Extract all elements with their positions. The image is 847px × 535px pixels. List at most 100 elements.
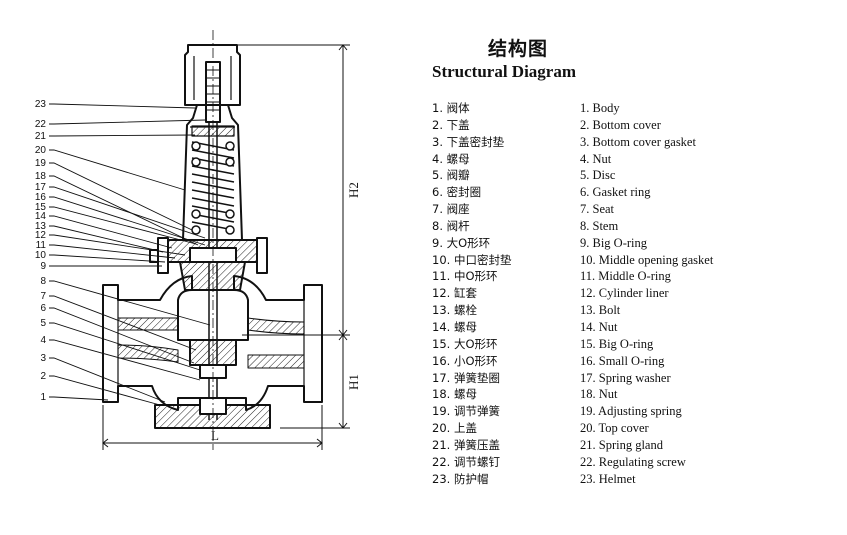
part-en-item: 7. Seat xyxy=(580,202,615,217)
part-en-item: 8. Stem xyxy=(580,218,619,233)
part-en-item: 2. Bottom cover xyxy=(580,117,661,132)
part-cn-item: 4. 螺母 xyxy=(432,151,470,166)
part-cn-item: 8. 阀杆 xyxy=(432,218,470,233)
leader-line xyxy=(49,357,166,403)
part-cn-item: 3. 下盖密封垫 xyxy=(432,134,505,149)
part-cn-item: 16. 小O形环 xyxy=(432,353,498,368)
part-en-item: 20. Top cover xyxy=(580,421,649,436)
leader-line xyxy=(49,103,196,109)
part-en-item: 18. Nut xyxy=(580,387,618,402)
callout-number: 21 xyxy=(35,131,47,142)
part-cn-item: 12. 缸套 xyxy=(432,286,477,301)
leader-line xyxy=(49,396,109,401)
callout-number: 9 xyxy=(40,261,46,272)
callout-number: 14 xyxy=(35,211,47,222)
part-cn-item: 21. 弹簧压盖 xyxy=(432,437,500,452)
part-en-item: 19. Adjusting spring xyxy=(580,404,682,419)
part-en-item: 21. Spring gland xyxy=(580,437,663,452)
leader-line xyxy=(49,149,186,191)
callout-number: 3 xyxy=(40,353,46,364)
callout-number: 11 xyxy=(36,240,47,251)
part-cn-item: 20. 上盖 xyxy=(432,421,477,436)
callout-number: 7 xyxy=(40,291,46,302)
leader-line xyxy=(49,295,197,351)
callout-number: 1 xyxy=(40,392,46,403)
part-cn-item: 7. 阀座 xyxy=(432,202,470,217)
leader-line xyxy=(49,119,206,125)
part-en-item: 22. Regulating screw xyxy=(580,454,686,469)
part-en-item: 17. Spring washer xyxy=(580,370,671,385)
part-en-item: 11. Middle O-ring xyxy=(580,269,671,284)
leader-line xyxy=(49,280,211,326)
part-en-item: 15. Big O-ring xyxy=(580,336,654,351)
leader-line xyxy=(49,186,206,239)
part-cn-item: 23. 防护帽 xyxy=(432,471,489,486)
part-cn-item: 13. 螺栓 xyxy=(432,303,477,318)
callout-number: 23 xyxy=(35,99,47,110)
parts-list-english: 1. Body 2. Bottom cover 3. Bottom cover ga… xyxy=(580,100,713,487)
dimension-lines xyxy=(102,44,350,450)
callout-number: 13 xyxy=(35,221,47,232)
leader-line xyxy=(49,206,197,245)
leader-line xyxy=(49,307,195,364)
valve-body-outline xyxy=(102,30,323,450)
leader-line xyxy=(49,215,173,249)
callout-number: 12 xyxy=(35,230,47,241)
part-cn-item: 10. 中口密封垫 xyxy=(432,252,512,267)
part-cn-item: 9. 大O形环 xyxy=(432,235,491,250)
callout-number: 2 xyxy=(40,371,46,382)
part-cn-item: 6. 密封圈 xyxy=(432,185,482,200)
part-en-item: 23. Helmet xyxy=(580,471,636,486)
callout-number: 6 xyxy=(40,303,46,314)
part-cn-item: 17. 弹簧垫圈 xyxy=(432,370,500,385)
leader-line xyxy=(49,375,161,406)
leader-lines xyxy=(49,103,211,406)
part-cn-item: 22. 调节螺钉 xyxy=(432,454,500,469)
leader-line xyxy=(49,162,193,231)
part-cn-item: 11. 中O形环 xyxy=(432,269,498,284)
leader-line xyxy=(49,134,196,137)
callout-number: 19 xyxy=(35,158,47,169)
callout-number: 10 xyxy=(35,250,47,261)
leader-line xyxy=(49,196,206,246)
part-en-item: 9. Big O-ring xyxy=(580,235,648,250)
leader-line xyxy=(49,254,166,263)
leader-line xyxy=(49,339,201,381)
callout-number: 16 xyxy=(35,192,47,203)
part-cn-item: 5. 阀瓣 xyxy=(432,168,470,183)
part-en-item: 1. Body xyxy=(580,101,620,115)
part-cn-item: 19. 调节弹簧 xyxy=(432,404,500,419)
part-en-item: 10. Middle opening gasket xyxy=(580,252,714,267)
dimension-label-h2: H2 xyxy=(346,182,361,198)
part-en-item: 5. Disc xyxy=(580,168,616,183)
leader-line xyxy=(49,234,186,256)
diagram-title-chinese: 结构图 xyxy=(488,38,549,60)
leader-line xyxy=(49,244,176,259)
part-cn-item: 2. 下盖 xyxy=(432,117,470,132)
callout-number: 15 xyxy=(35,202,47,213)
dimension-label-l: L xyxy=(211,428,219,443)
part-en-item: 14. Nut xyxy=(580,319,618,334)
part-cn-item: 18. 螺母 xyxy=(432,387,477,402)
callout-number: 20 xyxy=(35,145,47,156)
part-en-item: 6. Gasket ring xyxy=(580,185,651,200)
callout-number: 5 xyxy=(40,318,46,329)
part-cn-item: 15. 大O形环 xyxy=(432,336,498,351)
callout-number: 4 xyxy=(40,335,46,346)
leader-line xyxy=(49,175,199,246)
callout-number: 18 xyxy=(35,171,47,182)
part-en-item: 13. Bolt xyxy=(580,303,621,318)
part-cn-item: 1. 阀体 xyxy=(432,101,470,115)
part-cn-item: 14. 螺母 xyxy=(432,319,477,334)
part-en-item: 4. Nut xyxy=(580,151,612,166)
callout-number: 8 xyxy=(40,276,46,287)
part-en-item: 16. Small O-ring xyxy=(580,353,665,368)
leader-line xyxy=(49,322,201,371)
callout-number: 17 xyxy=(35,182,47,193)
diagram-title-english: Structural Diagram xyxy=(432,62,577,81)
part-en-item: 3. Bottom cover gasket xyxy=(580,134,696,149)
